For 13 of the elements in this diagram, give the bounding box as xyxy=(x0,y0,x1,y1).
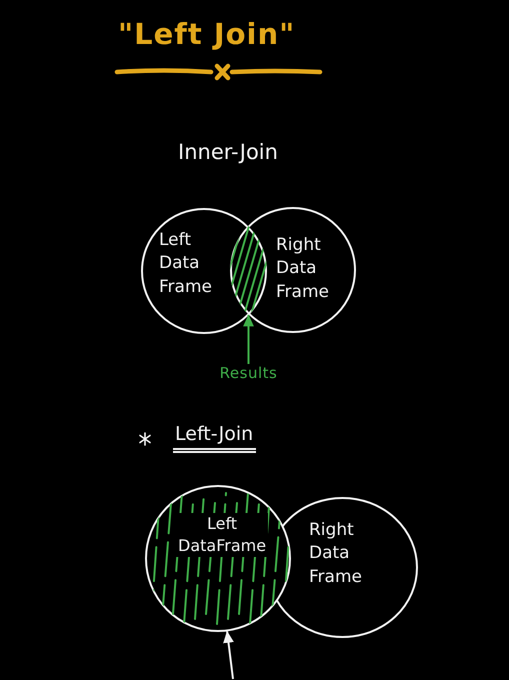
circle-label: Left Data Frame xyxy=(159,229,212,299)
venn-circle xyxy=(230,207,356,333)
title: "Left Join" xyxy=(118,17,296,51)
venn-circle xyxy=(145,485,291,632)
venn-circle xyxy=(141,208,267,334)
circle-label: Right Data Frame xyxy=(309,519,362,589)
leader-arrow xyxy=(243,314,254,364)
arrow xyxy=(223,630,234,680)
circle-label: Right Data Frame xyxy=(276,234,329,304)
callout-label: Results xyxy=(220,364,278,382)
circle-label: Left DataFrame xyxy=(176,513,268,558)
section-heading: Inner-Join xyxy=(178,140,278,164)
section-heading: Left-Join xyxy=(173,423,256,453)
